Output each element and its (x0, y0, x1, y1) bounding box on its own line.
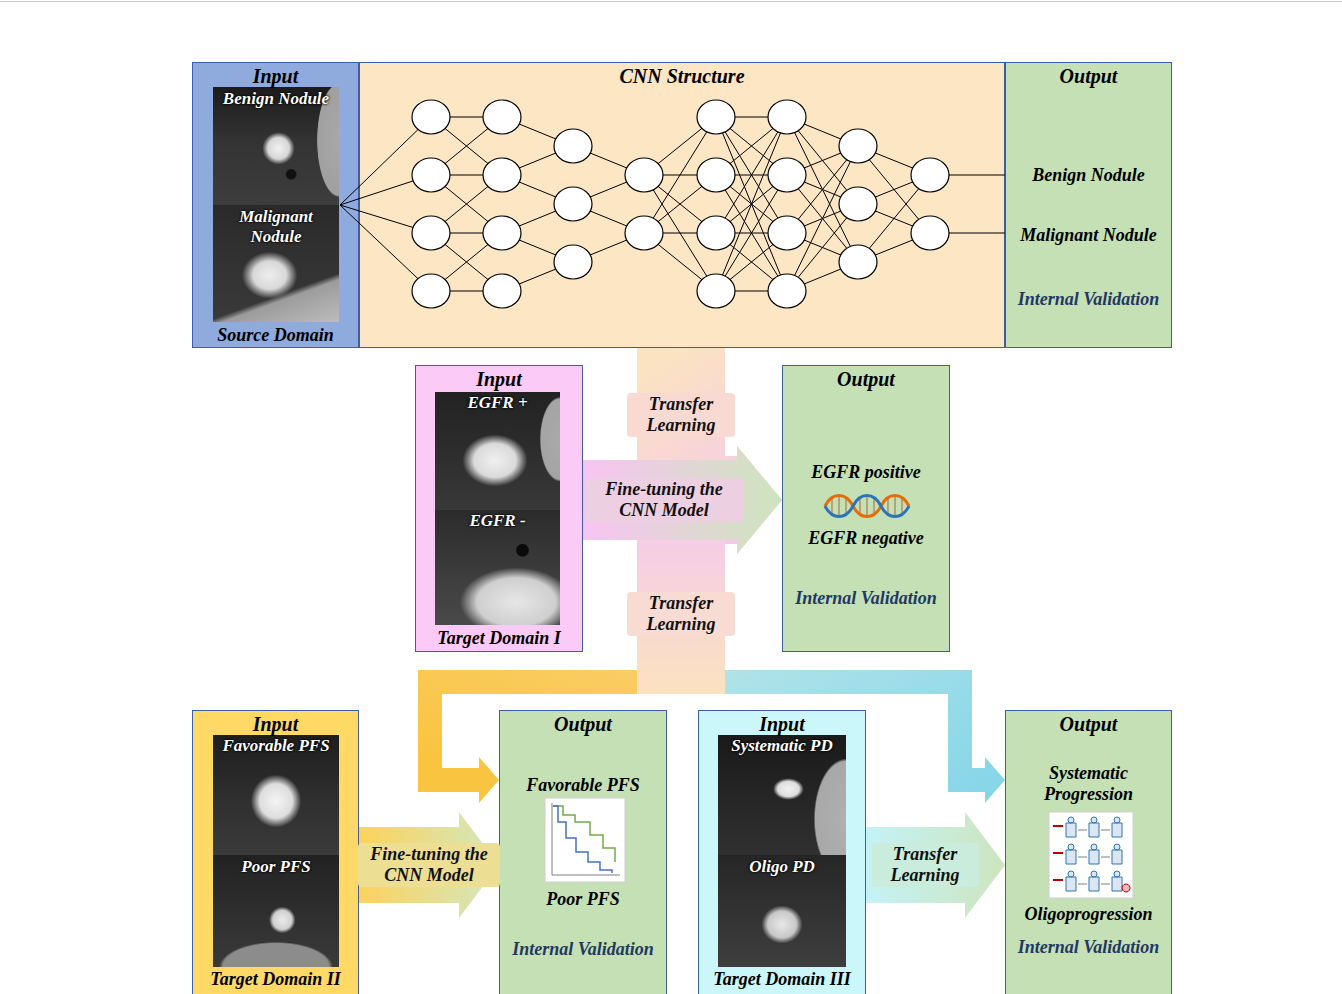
class-label: Favorable PFS (504, 775, 662, 796)
output-panel: OutputFavorable PFS Poor PFS Internal Vali… (499, 710, 667, 994)
top-rule (0, 1, 1342, 2)
class-label: EGFR positive (787, 462, 945, 483)
domain-label: Target Domain I (420, 628, 578, 649)
ct-image-tile: EGFR + (435, 392, 560, 510)
tile-label: Benign Nodule (215, 89, 337, 109)
network-links (340, 117, 1005, 291)
tile-label: EGFR - (437, 511, 558, 531)
ct-image-tile: Benign Nodule (213, 87, 339, 205)
progression-figure-lesion (1122, 884, 1130, 892)
class-label: Systematic Progression (1010, 763, 1167, 804)
panel-heading: Output (787, 368, 945, 391)
panel-heading: Input (197, 713, 354, 736)
ct-image-tile: Systematic PD (718, 735, 846, 855)
domain-label: Target Domain III (703, 969, 861, 990)
panel-heading: Output (504, 713, 662, 736)
panel-heading: Input (703, 713, 861, 736)
km-curve (553, 806, 612, 873)
class-label: Benign Nodule (1010, 165, 1167, 186)
tile-label: Systematic PD (720, 736, 844, 756)
validation-label: Internal Validation (1010, 937, 1167, 958)
class-label: Malignant Nodule (1010, 225, 1167, 246)
output-panel: OutputBenign NoduleMalignant NoduleInter… (1005, 62, 1172, 348)
panel-heading: Input (420, 368, 578, 391)
arrow-head (479, 757, 499, 803)
edge-label: Transfer Learning (627, 592, 735, 635)
dna-rungs (832, 495, 902, 517)
class-label: EGFR negative (787, 528, 945, 549)
edge-label: Fine-tuning the CNN Model (585, 478, 743, 521)
ct-image-tile: Favorable PFS (213, 735, 339, 855)
domain-label: Target Domain II (197, 969, 354, 990)
panel-heading: CNN Structure (364, 65, 1000, 88)
tile-label: Favorable PFS (215, 736, 337, 756)
validation-label: Internal Validation (504, 939, 662, 960)
arrow-head (737, 446, 782, 554)
output-panel: OutputSystematic ProgressionOligoprogres… (1005, 710, 1172, 994)
tile-label: Poor PFS (215, 857, 337, 877)
transfer-arrow (866, 812, 1005, 918)
validation-label: Internal Validation (1010, 289, 1167, 310)
transfer-arrow (681, 348, 782, 554)
progression-figure-bodies (1066, 817, 1122, 891)
input-panel: InputSource Domain Benign NoduleMalignant… (192, 62, 359, 348)
ct-image-tile: Oligo PD (718, 855, 846, 967)
transfer-arrow (359, 812, 499, 918)
panel-heading: Input (197, 65, 354, 88)
tile-label: Malignant Nodule (215, 207, 337, 246)
edge-label: Fine-tuning the CNN Model (358, 843, 500, 886)
km-chart-frame (545, 798, 625, 882)
ct-image-tile: Poor PFS (213, 855, 339, 967)
class-label: Poor PFS (504, 889, 662, 910)
input-panel: InputTarget Domain II Favorable PFS Poor P… (192, 710, 359, 994)
input-panel: InputTarget Domain III Systematic PD Oligo… (698, 710, 866, 994)
tile-label: EGFR + (437, 393, 558, 413)
ct-image-tile: EGFR - (435, 510, 560, 625)
dna-strand (825, 496, 909, 517)
progression-figure-frame (1049, 812, 1133, 898)
edge-label: Transfer Learning (627, 393, 735, 436)
domain-label: Source Domain (197, 325, 354, 346)
class-label: Oligoprogression (1010, 904, 1167, 925)
arrow-head (985, 757, 1005, 803)
panel-heading: Output (1010, 713, 1167, 736)
transfer-arrow (583, 446, 782, 554)
progression-figure-arrows (1078, 830, 1110, 884)
progression-figure-marks (1053, 826, 1063, 880)
edge-label: Transfer Learning (871, 843, 979, 886)
input-panel: InputTarget Domain I EGFR + EGFR - (415, 365, 583, 652)
dna-strand (825, 496, 909, 517)
arrow-head (737, 446, 782, 554)
tile-label: Oligo PD (720, 857, 844, 877)
network-neurons (412, 100, 949, 308)
panel-heading: Output (1010, 65, 1167, 88)
output-panel: OutputEGFR positiveEGFR negativeInternal… (782, 365, 950, 652)
validation-label: Internal Validation (787, 588, 945, 609)
ct-image-tile: Malignant Nodule (213, 205, 339, 322)
network-panel: CNN Structure (359, 62, 1005, 348)
km-chart-axes (552, 803, 620, 875)
km-curve (553, 806, 615, 862)
